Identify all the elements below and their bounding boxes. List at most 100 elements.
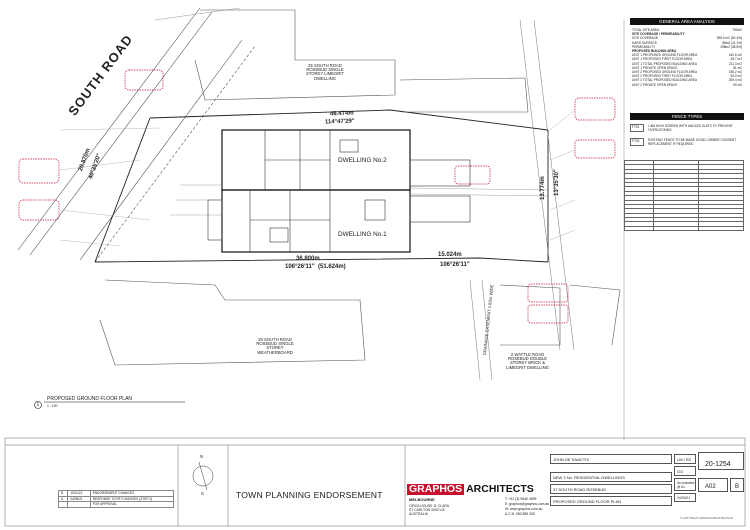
fence-types-title: FENCE TYPES [630,113,744,120]
schedule-cell [653,225,699,232]
job-number-value: 20-1254 [705,461,731,468]
revision-text: FOR APPROVAL [89,501,175,508]
area-row-label: UNIT 1 PROPOSED FIRST FLOOR AREA [632,57,693,62]
area-row: UNIT 2 PROPOSED GROUND FLOOR AREA 156.2 m… [630,70,744,74]
plan-number: 1 [36,402,40,408]
fence-type-text: EXISTING FENCE TO BE MADE GOOD, OWNER CO… [648,138,737,146]
dimension-bottom-alt: (51.624m) [318,264,346,270]
dimension-right: 13.774m [540,176,546,200]
area-row-label: TOTAL SITE AREA [632,28,660,32]
area-row-label: SITE COVERAGE [632,36,659,41]
area-row-value: 398.5 m2 (50.4%) [716,36,742,41]
fence-type-text: 1.8M HIGH SCREEN WITH ANGLED SLATS TO PR… [648,124,733,132]
fence-type-code: FT02 [630,138,644,146]
site-address-field: 37 SOUTH ROAD ROSEBUD [550,484,672,494]
area-row-value: 162.6 m2 [728,53,742,58]
schedule-cell [624,225,654,232]
drawing-title-value: PROPOSED GROUND FLOOR PLAN [553,499,622,504]
area-row-value: 81 m2 [733,65,742,70]
area-row-label: UNIT 2 TOTAL PROPOSED BUILDING AREA [632,78,698,83]
area-row: SITE COVERAGE 398.5 m2 (50.4%) [630,36,744,40]
area-row-value: 88m2 (11.1%) [722,40,742,45]
fence-types-list: FT01 1.8M HIGH SCREEN WITH ANGLED SLATS T… [630,124,744,146]
revision-row: FOR APPROVAL [57,501,175,508]
revision-rev: A [57,495,69,503]
area-row-label: UNIT 2 PRIVATE OPEN SPACE [632,82,678,87]
area-row: UNIT 1 PROPOSED GROUND FLOOR AREA 162.6 m… [630,53,744,57]
area-row-label: SITE COVERAGE / PERMEABILITY [632,32,685,37]
office-phone: T: +61 (3) 9646 4699 [505,497,537,501]
office-email: E: graphos@graphos.com.au [505,502,550,506]
area-row: UNIT 2 TOTAL PROPOSED BUILDING AREA 209.4… [630,78,744,82]
logo-architects: ARCHITECTS [466,483,534,495]
schedule-row [624,225,744,232]
drawn-value: LM / RZ [677,457,692,462]
area-row-label: UNIT 1 TOTAL PROPOSED BUILDING AREA [632,61,698,66]
legend-schedule-table [624,159,744,232]
bearing-bottom: 106°26'11" [285,264,315,270]
compass-north: N [200,454,204,459]
revision-rev: B [57,490,69,497]
dwelling-2-label: DWELLING No.2 [338,157,387,164]
revision-text: ENDORSEMENT CHANGES [89,490,175,497]
neighbour-bottom-label: 26 SOUTH ROAD ROSEBUD SINGLE STOREY WEAT… [256,337,294,355]
neighbour-right-label: 2 WATTLE ROAD ROSEBUD DOUBLE STOREY BRIC… [506,352,549,370]
scale-value: As indicated @ A1 [677,481,695,489]
area-row-label: UNIT 1 PROPOSED GROUND FLOOR AREA [632,53,698,58]
area-row-value: 209.4 m2 [728,78,742,83]
dimension-top: 46.474m [329,110,354,118]
bearing-right: 13°35'30" [554,169,560,196]
office-acn: A.C.N. 082 889 205 [505,512,535,516]
revision-rev [57,501,69,508]
area-row-value: 48.7 m2 [730,57,742,62]
date-value: 24/03/21 [677,496,691,500]
area-row-label: UNIT 1 PRIVATE OPEN SPACE [632,65,678,70]
office-web: W: www.graphos.com.au [505,507,543,511]
bearing-bottom-right: 106°26'11" [440,262,470,268]
compass-south: S [201,491,204,496]
revision-text: RESPONSE TO RFI CHANGES (STEP 2) [89,495,175,503]
area-row-value: 156.2 m2 [728,70,742,75]
area-row: UNIT 2 PROPOSED FIRST FLOOR AREA 53.2 m2 [630,74,744,78]
fence-type-row: FT01 1.8M HIGH SCREEN WITH ANGLED SLATS T… [630,124,744,132]
revision-field: B [730,478,744,492]
job-number-field: 20-1254 [698,452,744,470]
client-value: JOHN DE SANCTIS [553,457,590,462]
site-address-value: 37 SOUTH ROAD ROSEBUD [553,487,607,492]
area-row-label: PROPOSED BUILDING AREA [632,49,677,54]
revision-value: B [735,484,740,490]
area-row: UNIT 1 PROPOSED FIRST FLOOR AREA 48.7 m2 [630,57,744,61]
area-row-label: UNIT 2 PROPOSED GROUND FLOOR AREA [632,70,698,75]
fence-type-row: FT02 EXISTING FENCE TO BE MADE GOOD, OWNE… [630,138,744,146]
client-field: JOHN DE SANCTIS [550,454,672,464]
revision-date [67,501,91,508]
area-row-value: 90 m2 [733,82,742,87]
fence-type-code: FT01 [630,124,644,132]
area-row-value: 53.2 m2 [730,74,742,79]
area-row: UNIT 2 PRIVATE OPEN SPACE 90 m2 [630,83,744,87]
area-row: SITE COVERAGE / PERMEABILITY [630,32,744,36]
dimension-bottom: 36.800m [296,256,320,262]
revision-date: 04/08/21 [67,495,91,503]
plan-scale: 1 : 100 [47,404,58,408]
area-row-label: UNIT 2 PROPOSED FIRST FLOOR AREA [632,74,693,79]
project-field: NEW 2 No. RESIDENTIAL DWELLINGS [550,472,672,482]
checked-field: GG [674,466,696,476]
drawing-title-field: PROPOSED GROUND FLOOR PLAN [550,496,672,506]
area-row-label: HARD SURFACE [632,40,657,45]
plan-title: PROPOSED GROUND FLOOR PLAN [47,396,133,402]
graphos-architects-logo: GRAPHOS ARCHITECTS [407,484,544,495]
date-field: 24/03/21 [674,493,696,502]
bearing-top: 114°47'29" [324,118,355,126]
fence-types-panel: FENCE TYPES FT01 1.8M HIGH SCREEN WITH AN… [630,113,744,152]
